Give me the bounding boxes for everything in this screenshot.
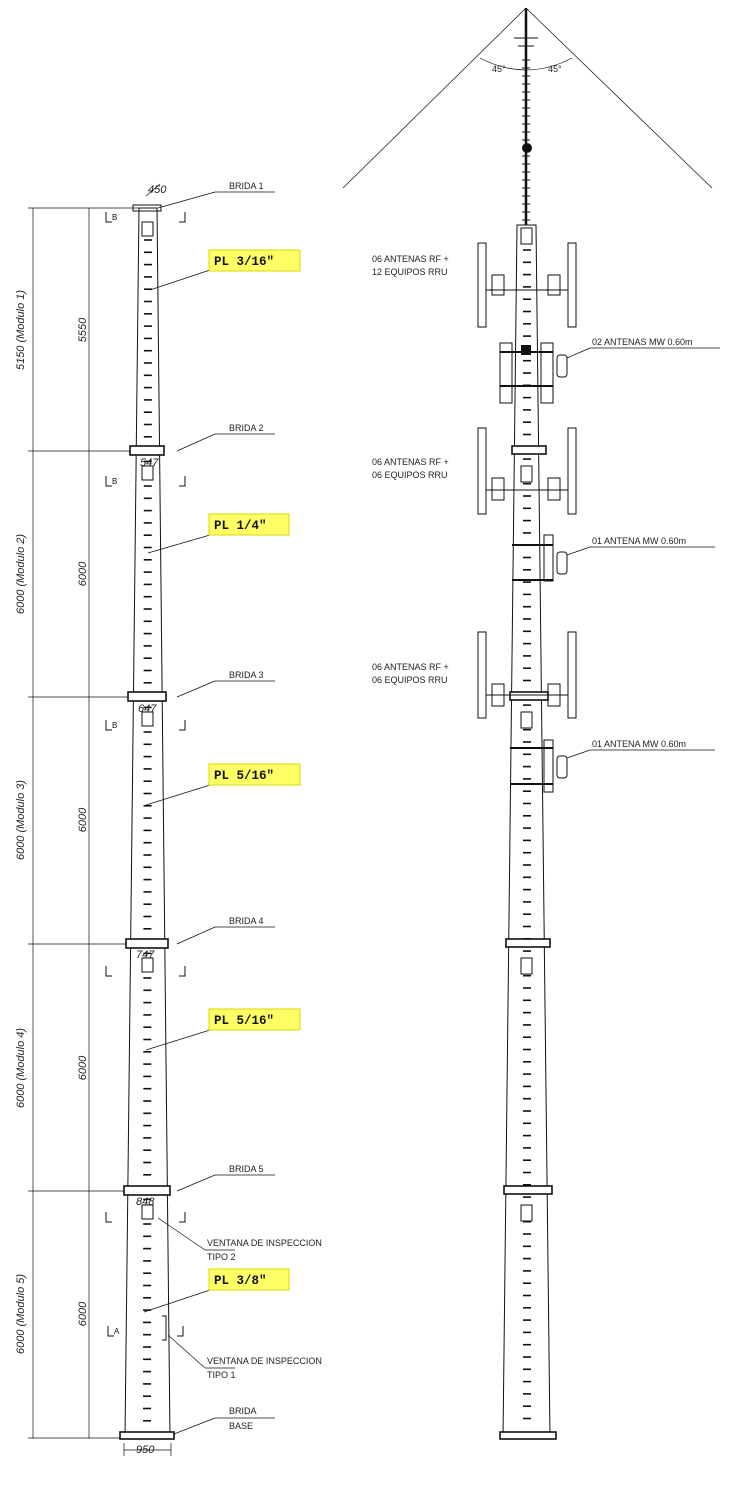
flanges-left [119,204,175,1440]
mw-antenna-group-1: 02 ANTENAS MW 0.60m [499,337,720,404]
module-5-dimension: 6000 (Modulo 5) [15,1274,27,1354]
antenna-group-3-label-2: 06 EQUIPOS RRU [372,675,448,685]
plate-3-label: PL 5/16" [214,769,274,783]
module-3-dimension: 6000 (Modulo 3) [15,780,27,860]
pole-shaft-left [124,207,171,1439]
inner-dim-5: 6000 [77,1301,89,1326]
base-flange-label-1: BRIDA [229,1406,257,1416]
flanges-right [499,445,557,1440]
window-type1-label-1: VENTANA DE INSPECCION [207,1356,322,1366]
antenna-group-2: 06 ANTENAS RF + 06 EQUIPOS RRU [372,427,577,515]
inner-dim-3: 6000 [77,807,89,832]
mw-antenna-group-3: 01 ANTENA MW 0.60m [510,739,715,793]
antenna-group-3-label-1: 06 ANTENAS RF + [372,662,449,672]
section-mark-a: A [114,1327,120,1336]
window-frame [141,465,154,481]
flange-4-label: BRIDA 4 [229,916,264,926]
window-frame [520,711,533,729]
flange-labels: BRIDA 1 BRIDA 2 BRIDA 3 BRIDA 4 BRIDA 5 … [157,181,275,1435]
module-dimension-line [28,207,140,1439]
plate-4-label: PL 5/16" [214,1014,274,1028]
flange-5-label: BRIDA 5 [229,1164,264,1174]
inner-dim-4: 6000 [77,1055,89,1080]
flange-5-diameter: 848 [136,1196,155,1208]
right-elevation: 45° 45° 06 ANTENAS [342,7,720,1440]
antenna-group-1-label-1: 06 ANTENAS RF + [372,254,449,264]
inspection-windows: VENTANA DE INSPECCION TIPO 2 VENTANA DE … [157,1217,322,1380]
angle-left-label: 45° [492,64,506,74]
module-4-dimension: 6000 (Modulo 4) [15,1028,27,1108]
antenna-group-1: 06 ANTENAS RF + 12 EQUIPOS RRU [372,242,577,328]
top-diameter: 450 [148,184,167,196]
module-2-dimension: 6000 (Modulo 2) [15,534,27,614]
window-frame [520,227,533,245]
climbing-rungs-left [141,221,154,1422]
flange-4-diameter: 747 [136,949,155,961]
mw-antenna-2-label: 01 ANTENA MW 0.60m [592,536,686,546]
angle-right-label: 45° [548,64,562,74]
antenna-group-2-label-1: 06 ANTENAS RF + [372,457,449,467]
plate-callouts: PL 3/16" PL 1/4" PL 5/16" PL 5/16" PL 3/… [143,249,301,1313]
plate-1-label: PL 3/16" [214,255,274,269]
mw-antenna-group-2: 01 ANTENA MW 0.60m [512,534,715,582]
window-frame [520,465,533,483]
section-mark-b-3: B [112,721,117,730]
section-mark-b-1: B [112,213,117,222]
plate-5-highlight [208,1268,290,1291]
base-flange-label-2: BASE [229,1421,253,1431]
antenna-group-2-label-2: 06 EQUIPOS RRU [372,470,448,480]
flange-1-label: BRIDA 1 [229,181,264,191]
mw-antenna-1-label: 02 ANTENAS MW 0.60m [592,337,693,347]
plate-1-highlight [208,249,301,272]
window-frame [520,1204,533,1222]
inner-dim-1: 5550 [77,317,89,342]
pole-shaft-right [502,224,551,1439]
climbing-rungs-right [520,227,533,1420]
plate-5-label: PL 3/8" [214,1274,267,1288]
mw-antenna-3-label: 01 ANTENA MW 0.60m [592,739,686,749]
lightning-protection-cone: 45° 45° [342,7,713,189]
window-type2-label-2: TIPO 2 [207,1252,236,1262]
plate-3-highlight [208,763,301,786]
window-frame [141,711,154,727]
plate-2-highlight [208,513,290,536]
module-1-dimension: 5150 (Modulo 1) [15,290,27,370]
window-type1-label-2: TIPO 1 [207,1370,236,1380]
antenna-group-3: 06 ANTENAS RF + 06 EQUIPOS RRU [372,631,577,719]
plate-4-highlight [208,1008,301,1031]
window-frame [520,957,533,975]
section-mark-b-2: B [112,477,117,486]
plate-2-label: PL 1/4" [214,519,267,533]
window-frame [141,221,154,237]
inner-dim-2: 6000 [77,561,89,586]
window-type2-label-1: VENTANA DE INSPECCION [207,1238,322,1248]
flange-3-diameter: 647 [138,703,157,715]
left-elevation: 5150 (Modulo 1) 6000 (Modulo 2) 6000 (Mo… [15,181,322,1456]
lightning-rod-mast [514,8,538,225]
window-frame [141,1204,154,1220]
flange-2-label: BRIDA 2 [229,423,264,433]
antenna-group-1-label-2: 12 EQUIPOS RRU [372,267,448,277]
section-marks: B B B A [105,212,186,1337]
flange-2-diameter: 547 [140,457,159,469]
flange-3-label: BRIDA 3 [229,670,264,680]
window-frame [141,957,154,973]
